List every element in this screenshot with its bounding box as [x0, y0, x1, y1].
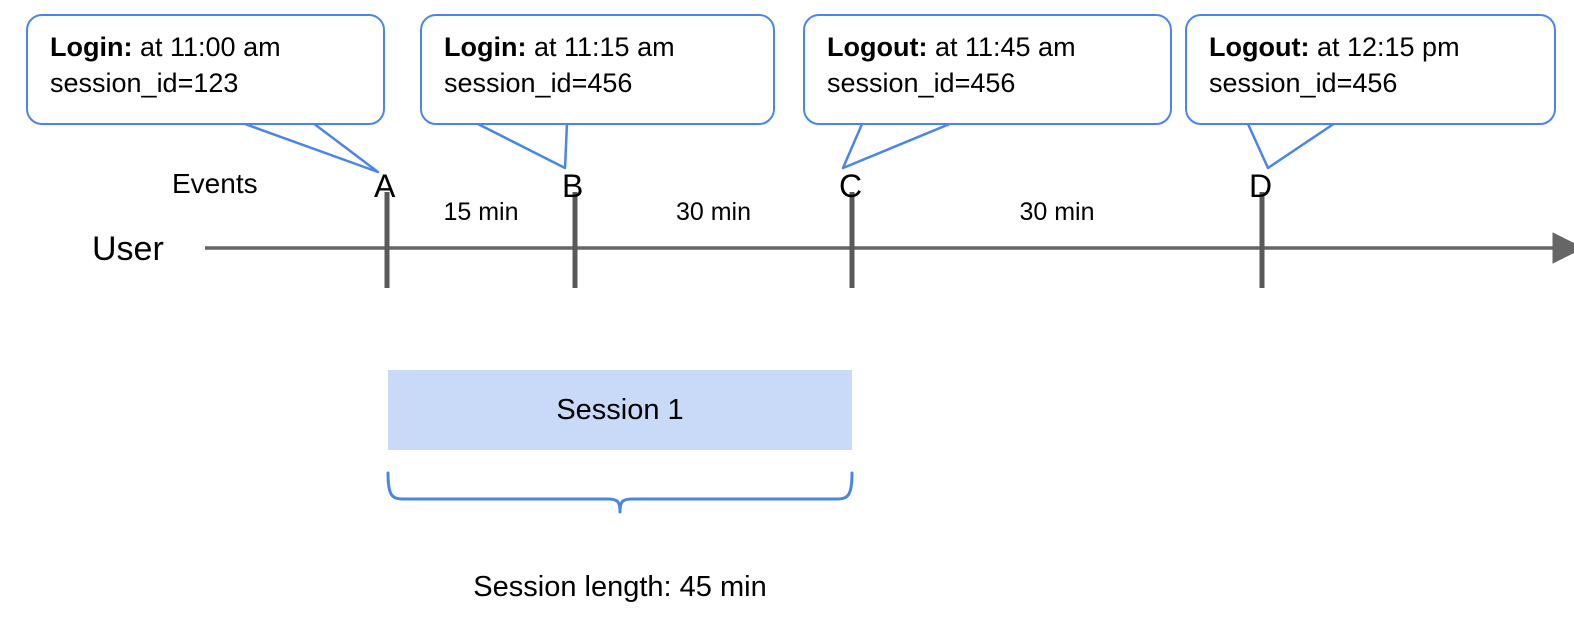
callout-a-time: at 11:00 am — [139, 32, 281, 62]
callout-d-line-1: Logout: at 12:15 pm — [1209, 30, 1538, 66]
event-callout-a[interactable]: Login: at 11:00 am session_id=123 — [26, 14, 385, 125]
session-bar[interactable]: Session 1 — [388, 370, 852, 450]
session-length-caption: Session length: 45 min — [473, 571, 767, 603]
interval-label-b-c: 30 min — [675, 198, 752, 226]
callout-tail-d — [1246, 121, 1337, 170]
callout-a-type: Login: — [50, 32, 133, 62]
callout-b-time: at 11:15 am — [533, 32, 675, 62]
callout-b-line-2: session_id=456 — [444, 67, 633, 98]
callout-c-time: at 11:45 am — [934, 32, 1076, 62]
event-letter-b: B — [562, 168, 584, 204]
event-letter-c: C — [839, 168, 863, 204]
callout-tail-a — [243, 121, 380, 174]
session-bar-label: Session 1 — [556, 393, 684, 426]
callout-d-type: Logout: — [1209, 32, 1310, 62]
callout-c-line-1: Logout: at 11:45 am — [827, 30, 1154, 66]
callout-d-line-2: session_id=456 — [1209, 67, 1398, 98]
callout-c-line-2: session_id=456 — [827, 67, 1016, 98]
callout-tail-c — [841, 121, 954, 170]
callout-tail-b — [476, 121, 569, 170]
event-callout-c[interactable]: Logout: at 11:45 am session_id=456 — [803, 14, 1172, 125]
callout-a-line-2: session_id=123 — [50, 67, 239, 98]
event-letter-d: D — [1249, 168, 1273, 204]
interval-label-c-d: 30 min — [1019, 198, 1095, 226]
callout-b-line-1: Login: at 11:15 am — [444, 30, 757, 66]
callout-c-type: Logout: — [827, 32, 928, 62]
interval-label-a-b: 15 min — [443, 198, 519, 226]
events-lane-label: Events — [172, 168, 258, 199]
event-letter-a: A — [374, 168, 396, 204]
callout-d-time: at 12:15 pm — [1316, 32, 1460, 62]
user-lane-label: User — [92, 230, 164, 268]
callout-b-type: Login: — [444, 32, 527, 62]
event-callout-b[interactable]: Login: at 11:15 am session_id=456 — [420, 14, 775, 125]
event-callout-d[interactable]: Logout: at 12:15 pm session_id=456 — [1185, 14, 1556, 125]
callout-a-line-1: Login: at 11:00 am — [50, 30, 367, 66]
session-length-brace — [386, 471, 854, 514]
